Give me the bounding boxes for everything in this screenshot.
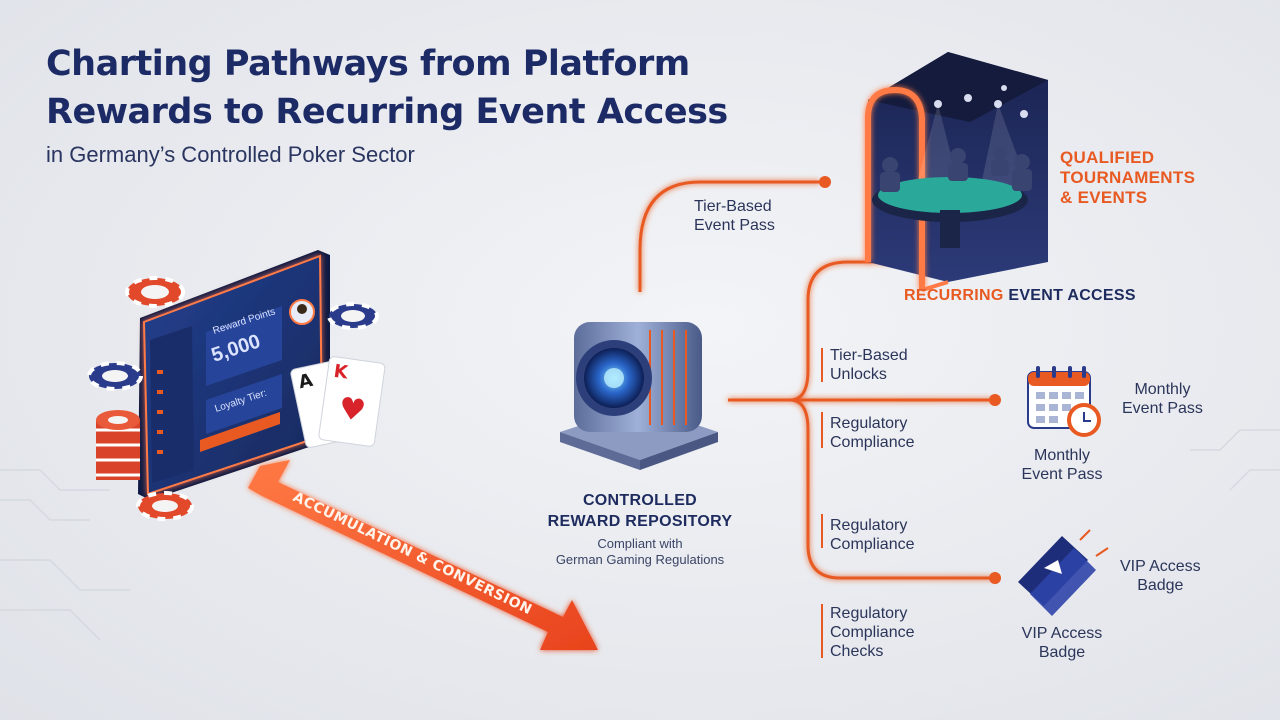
qualified-events-line-3: & EVENTS bbox=[1060, 188, 1148, 207]
label-reg-compliance-checks-line-2: Compliance bbox=[830, 624, 915, 641]
qualified-events-label: QUALIFIED TOURNAMENTS & EVENTS bbox=[1060, 148, 1195, 208]
circuit-decoration bbox=[0, 429, 1280, 641]
monthly-pass-bottom-label: Monthly Event Pass bbox=[1014, 446, 1110, 484]
label-reg-compliance-checks-line-1: Regulatory bbox=[830, 605, 908, 622]
monthly-pass-side-line-1: Monthly bbox=[1134, 381, 1191, 398]
label-reg-compliance-checks-line-3: Checks bbox=[830, 643, 884, 660]
repository-title: CONTROLLED REWARD REPOSITORY bbox=[540, 490, 740, 532]
connector-lines bbox=[638, 180, 995, 580]
clock-icon bbox=[1067, 403, 1101, 437]
connector-down-to-vip bbox=[789, 398, 995, 580]
repository-title-line-1: CONTROLLED bbox=[582, 492, 698, 509]
vip-badge-bottom-label: VIP Access Badge bbox=[1008, 624, 1116, 662]
svg-text:A: A bbox=[297, 370, 315, 393]
label-tier-event-pass-line-2: Event Pass bbox=[694, 217, 775, 234]
label-tier-unlocks-line-2: Unlocks bbox=[830, 366, 887, 383]
label-tier-event-pass: Tier-Based Event Pass bbox=[694, 197, 775, 235]
vip-badge-bottom-line-2: Badge bbox=[1038, 644, 1086, 661]
page-title-line-2: Rewards to Recurring Event Access bbox=[46, 92, 728, 132]
monthly-pass-side-label: Monthly Event Pass bbox=[1122, 380, 1203, 418]
conversion-arrow bbox=[248, 460, 598, 650]
vip-badge-side-label: VIP Access Badge bbox=[1120, 557, 1201, 595]
poker-chip-icon bbox=[87, 276, 379, 521]
label-reg-compliance-1-line-2: Compliance bbox=[830, 434, 915, 451]
page-subtitle: in Germany’s Controlled Poker Sector bbox=[46, 142, 415, 167]
vip-badge-side-line-1: VIP Access bbox=[1120, 558, 1201, 575]
label-reg-compliance-1: Regulatory Compliance bbox=[830, 414, 914, 452]
recurring-suffix: EVENT ACCESS bbox=[1008, 287, 1136, 304]
recurring-event-access-label: RECURRING EVENT ACCESS bbox=[904, 287, 1136, 305]
ticket-icon bbox=[1018, 529, 1109, 616]
spotlight-icon bbox=[934, 85, 1028, 118]
connector-dot-vip bbox=[989, 572, 1001, 584]
connector-up-to-events bbox=[789, 260, 890, 402]
page-title-line-1: Charting Pathways from Platform bbox=[46, 44, 690, 84]
connector-to-tier-event-pass bbox=[638, 180, 820, 292]
label-tier-unlocks-line-1: Tier-Based bbox=[830, 347, 908, 364]
calendar-icon bbox=[1027, 366, 1091, 429]
monthly-pass-bottom-line-2: Event Pass bbox=[1021, 466, 1103, 483]
label-reg-compliance-checks: Regulatory Compliance Checks bbox=[830, 604, 914, 661]
vip-badge-side-line-2: Badge bbox=[1137, 577, 1184, 594]
recurring-prefix: RECURRING bbox=[904, 287, 1004, 304]
svg-text:K: K bbox=[332, 361, 350, 384]
qualified-events-line-1: QUALIFIED bbox=[1060, 148, 1155, 167]
label-tier-unlocks: Tier-Based Unlocks bbox=[830, 346, 908, 384]
vip-badge-bottom-line-1: VIP Access bbox=[1021, 625, 1103, 642]
connector-dot-events bbox=[819, 176, 831, 188]
repository-title-line-2: REWARD REPOSITORY bbox=[547, 513, 733, 530]
label-tier-event-pass-line-1: Tier-Based bbox=[694, 198, 772, 215]
event-room bbox=[865, 52, 1048, 292]
label-reg-compliance-1-line-1: Regulatory bbox=[830, 415, 908, 432]
qualified-events-line-2: TOURNAMENTS bbox=[1060, 168, 1196, 187]
repository-note-line-1: Compliant with bbox=[597, 536, 683, 551]
vault-icon bbox=[560, 322, 718, 470]
repository-note: Compliant with German Gaming Regulations bbox=[540, 536, 740, 568]
label-reg-compliance-2-line-2: Compliance bbox=[830, 536, 915, 553]
platform-tablet: Reward Points 5,000 Loyalty Tier: bbox=[138, 250, 330, 500]
tier-progress-bar bbox=[200, 412, 280, 452]
connector-dot-monthly bbox=[989, 394, 1001, 406]
svg-text:♥: ♥ bbox=[336, 391, 368, 429]
connector-dots bbox=[819, 176, 1001, 584]
arrow-label: ACCUMULATION & CONVERSION bbox=[290, 489, 534, 618]
monthly-pass-side-line-2: Event Pass bbox=[1122, 400, 1203, 417]
label-reg-compliance-2: Regulatory Compliance bbox=[830, 516, 914, 554]
repository-note-line-2: German Gaming Regulations bbox=[555, 552, 725, 567]
monthly-pass-bottom-line-1: Monthly bbox=[1033, 447, 1091, 464]
label-reg-compliance-2-line-1: Regulatory bbox=[830, 517, 908, 534]
playing-card-icon: A ♠ K ♥ bbox=[290, 356, 386, 448]
